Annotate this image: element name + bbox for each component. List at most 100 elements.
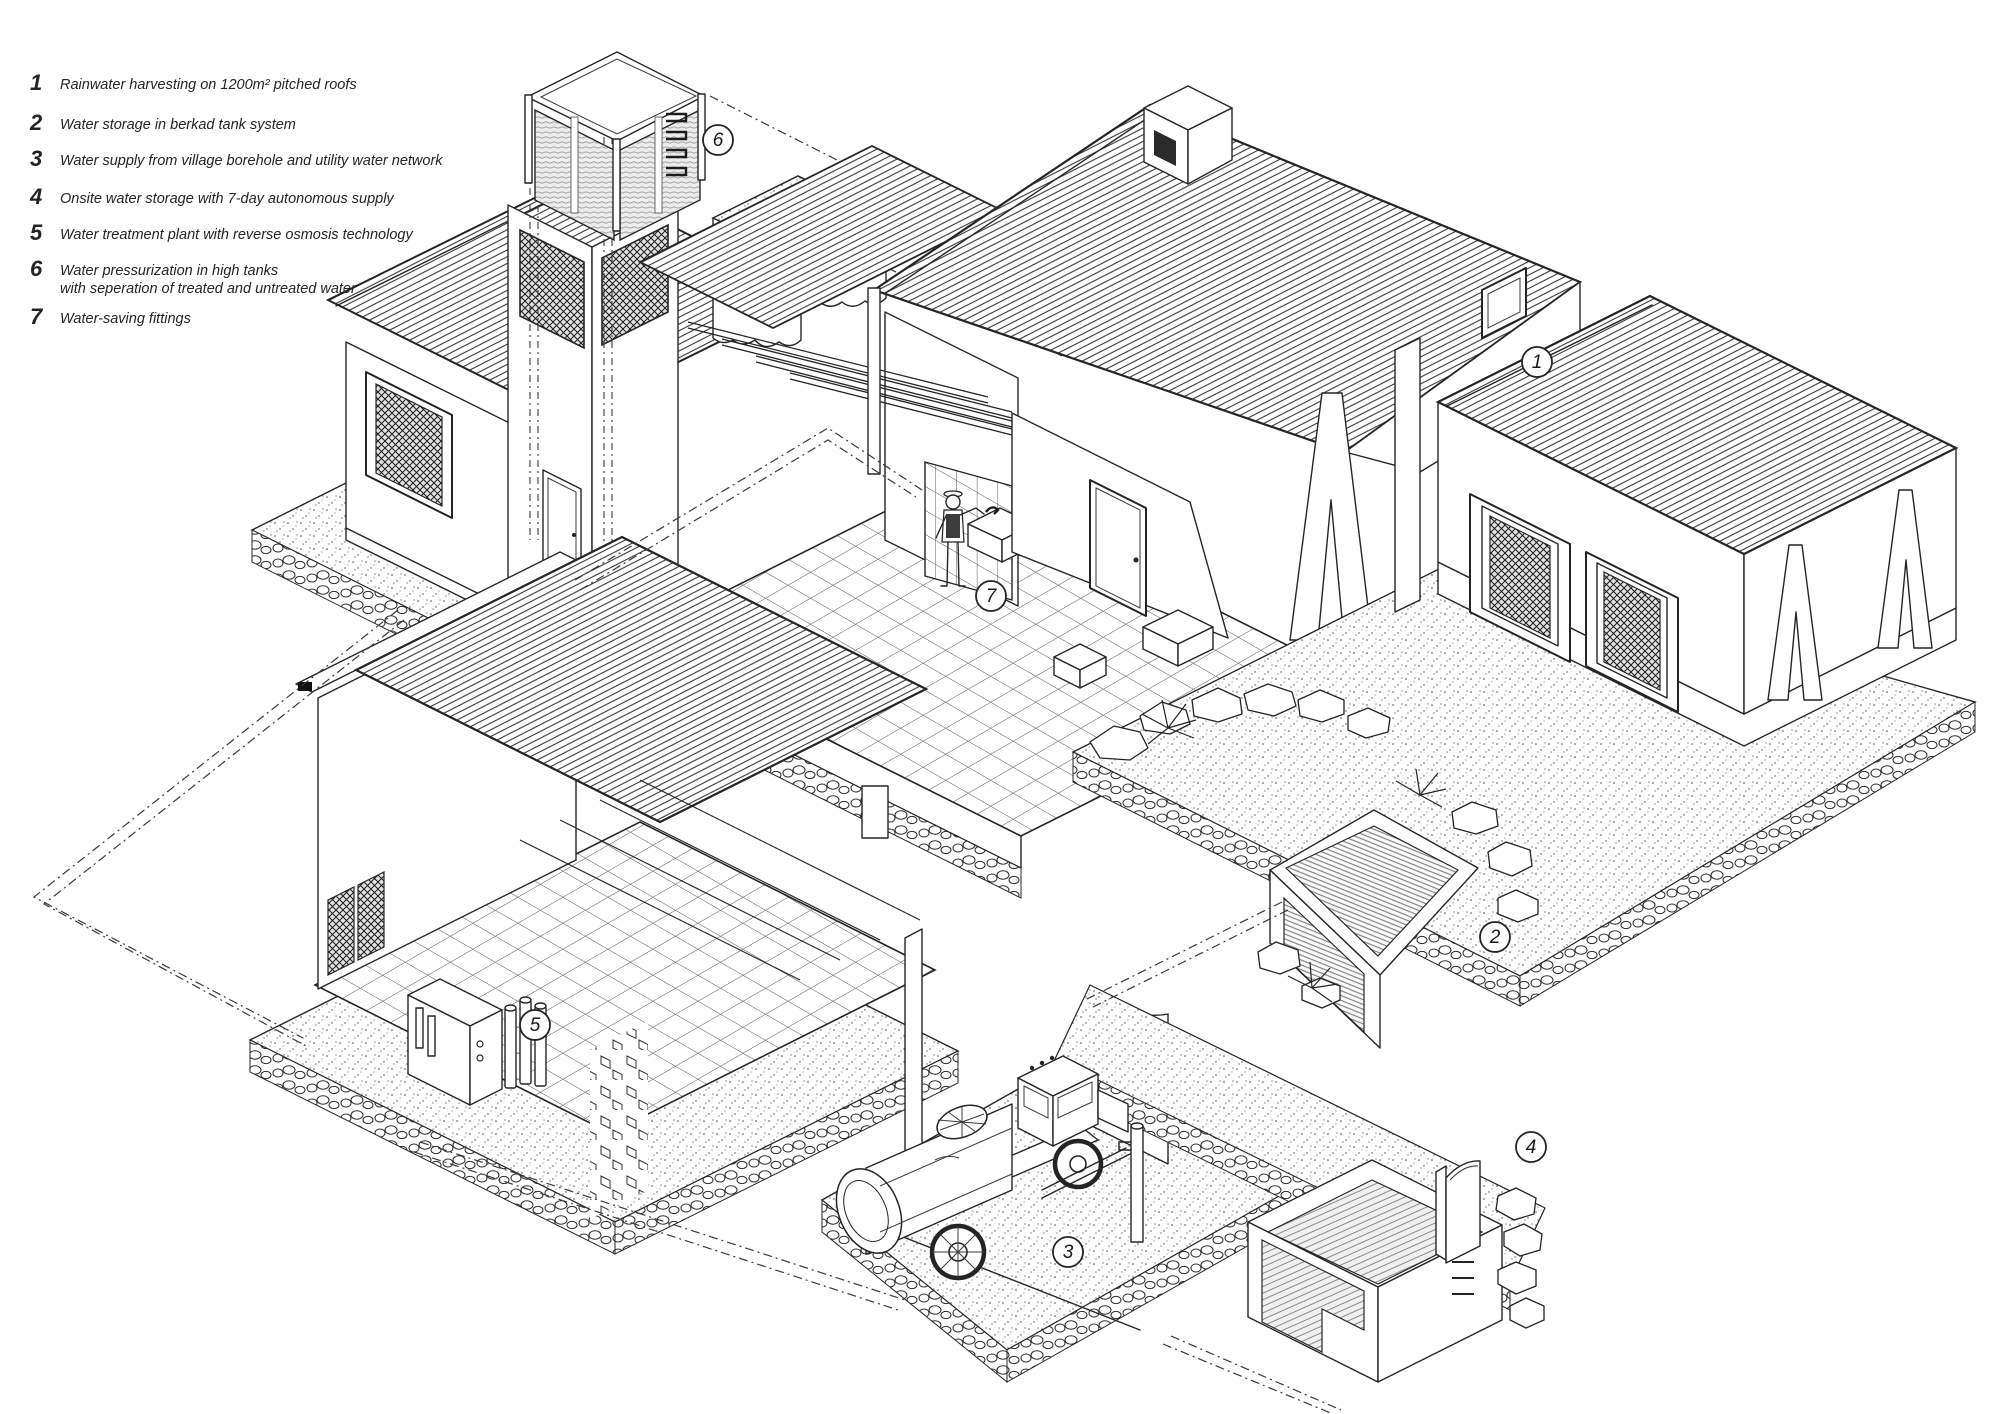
legend-text: Water-saving fittings (60, 311, 191, 327)
rooftop-tanks (524, 51, 706, 242)
tower-mesh-left (519, 228, 585, 350)
legend-number: 3 (30, 146, 43, 171)
treatment-mesh-1 (327, 886, 355, 976)
berkad-water (1284, 825, 1459, 957)
route-truck-to-cistern (1170, 1335, 1342, 1411)
water-tanker-truck (835, 1055, 1129, 1281)
standpipe (1041, 1122, 1144, 1243)
legend-item-7: 7 Water-saving fittings (30, 306, 191, 328)
tank-partition-right (654, 116, 663, 214)
roof-parapet (1143, 85, 1233, 185)
svg-text:7: 7 (986, 586, 998, 607)
ro-treatment-unit (407, 978, 547, 1106)
floor-boxes (1053, 609, 1214, 689)
legend-text: Rainwater harvesting on 1200m² pitched r… (60, 77, 357, 93)
slab-curb-line (859, 1219, 1141, 1331)
marker-3: 3 (1052, 1236, 1084, 1268)
legend-text: Onsite water storage with 7-day autonomo… (60, 191, 394, 207)
perforated-screen (590, 1021, 648, 1219)
wing-roof (1435, 294, 1959, 556)
legend-text: Water storage in berkad tank system (60, 117, 296, 133)
courtyard-stones-right (1519, 701, 1976, 1007)
legend-item-2: 2 Water storage in berkad tank system (30, 112, 296, 134)
berkad-tank (1269, 809, 1479, 1049)
vent-window (1154, 130, 1176, 166)
legend-number: 2 (30, 110, 43, 135)
legend-number: 7 (30, 304, 43, 329)
cistern-water-surface (1266, 1179, 1484, 1285)
svg-text:3: 3 (1063, 1242, 1074, 1263)
legend-text: Water pressurization in high tanks (60, 263, 279, 279)
truck-tank (835, 1103, 1013, 1255)
svg-text:5: 5 (530, 1015, 541, 1036)
floor-pier-2 (861, 785, 889, 839)
legend-number: 5 (30, 220, 43, 245)
wing-window-2 (1585, 551, 1679, 713)
tank-post-left (524, 94, 533, 184)
main-door (1089, 479, 1147, 617)
treatment-slab-stones-right (614, 1050, 959, 1255)
faucet-icon (985, 506, 1000, 515)
svg-text:6: 6 (713, 130, 724, 151)
route-to-veranda (574, 427, 923, 581)
gutter-outlet (298, 682, 312, 691)
legend-item-1: 1 Rainwater harvesting on 1200m² pitched… (30, 72, 357, 94)
svg-text:4: 4 (1526, 1137, 1537, 1158)
svg-text:1: 1 (1532, 352, 1543, 373)
wing-window-1 (1469, 493, 1571, 663)
house-window-mesh (375, 383, 443, 507)
marker-4: 4 (1515, 1131, 1547, 1163)
legend-text: Water treatment plant with reverse osmos… (60, 227, 413, 243)
truck-wheels (929, 1138, 1104, 1281)
person-figure (935, 490, 985, 587)
legend-number: 4 (30, 184, 43, 209)
wing-building-group (1394, 294, 1959, 747)
overflow-weirs (666, 112, 688, 177)
legend-text: Water supply from village borehole and u… (60, 153, 443, 169)
tap-spout (1118, 1141, 1132, 1151)
legend-item-4: 4 Onsite water storage with 7-day autono… (30, 186, 394, 208)
route-treatment-to-truck (419, 1141, 906, 1301)
legend-item-6: 6 Water pressurization in high tanks wit… (30, 258, 356, 298)
wing-junction-pilaster (1394, 337, 1421, 613)
marker-5: 5 (519, 1009, 551, 1041)
berkad-water-section (1283, 896, 1365, 1034)
treatment-roof (353, 535, 929, 824)
marker-1: 1 (1521, 346, 1553, 378)
tower-pipe-dashed (529, 120, 613, 560)
svg-text:2: 2 (1489, 927, 1501, 948)
small-window (1481, 267, 1527, 339)
marker-6: 6 (702, 124, 734, 156)
treatment-rafters (519, 779, 921, 981)
tank-manhole-lid (936, 1104, 988, 1140)
legend-number: 1 (30, 70, 43, 95)
tank-post-front (612, 138, 621, 232)
markers: 1 2 3 4 5 6 7 (519, 124, 1553, 1268)
a-column-main (1289, 392, 1373, 641)
cistern-rocks (1495, 1187, 1545, 1329)
cistern-water-section (1261, 1239, 1365, 1353)
legend-text-line2: with seperation of treated and untreated… (60, 281, 356, 298)
legend-item-5: 5 Water treatment plant with reverse osm… (30, 222, 413, 244)
tower-mesh-right (601, 223, 669, 347)
plants (1141, 699, 1447, 1003)
dashed-routes (32, 427, 1342, 1414)
pergola-rafters (687, 321, 1013, 436)
roof-corner-post (867, 287, 881, 475)
wing-a-column-2 (1877, 489, 1933, 649)
legend-number: 6 (30, 256, 43, 281)
treatment-building-group (248, 535, 960, 1255)
wing-a-column-1 (1767, 544, 1823, 701)
tank-partition-left (570, 116, 579, 214)
route-berkad-spur (1084, 901, 1283, 1001)
door-knob (1133, 557, 1139, 563)
cistern-group (1247, 1159, 1545, 1383)
truck-cab (1017, 1055, 1129, 1147)
access-shaft (1435, 1160, 1481, 1264)
treatment-mesh-2 (357, 871, 385, 961)
marker-2: 2 (1479, 921, 1511, 953)
marker-7: 7 (975, 580, 1007, 612)
legend-item-3: 3 Water supply from village borehole and… (30, 148, 443, 170)
